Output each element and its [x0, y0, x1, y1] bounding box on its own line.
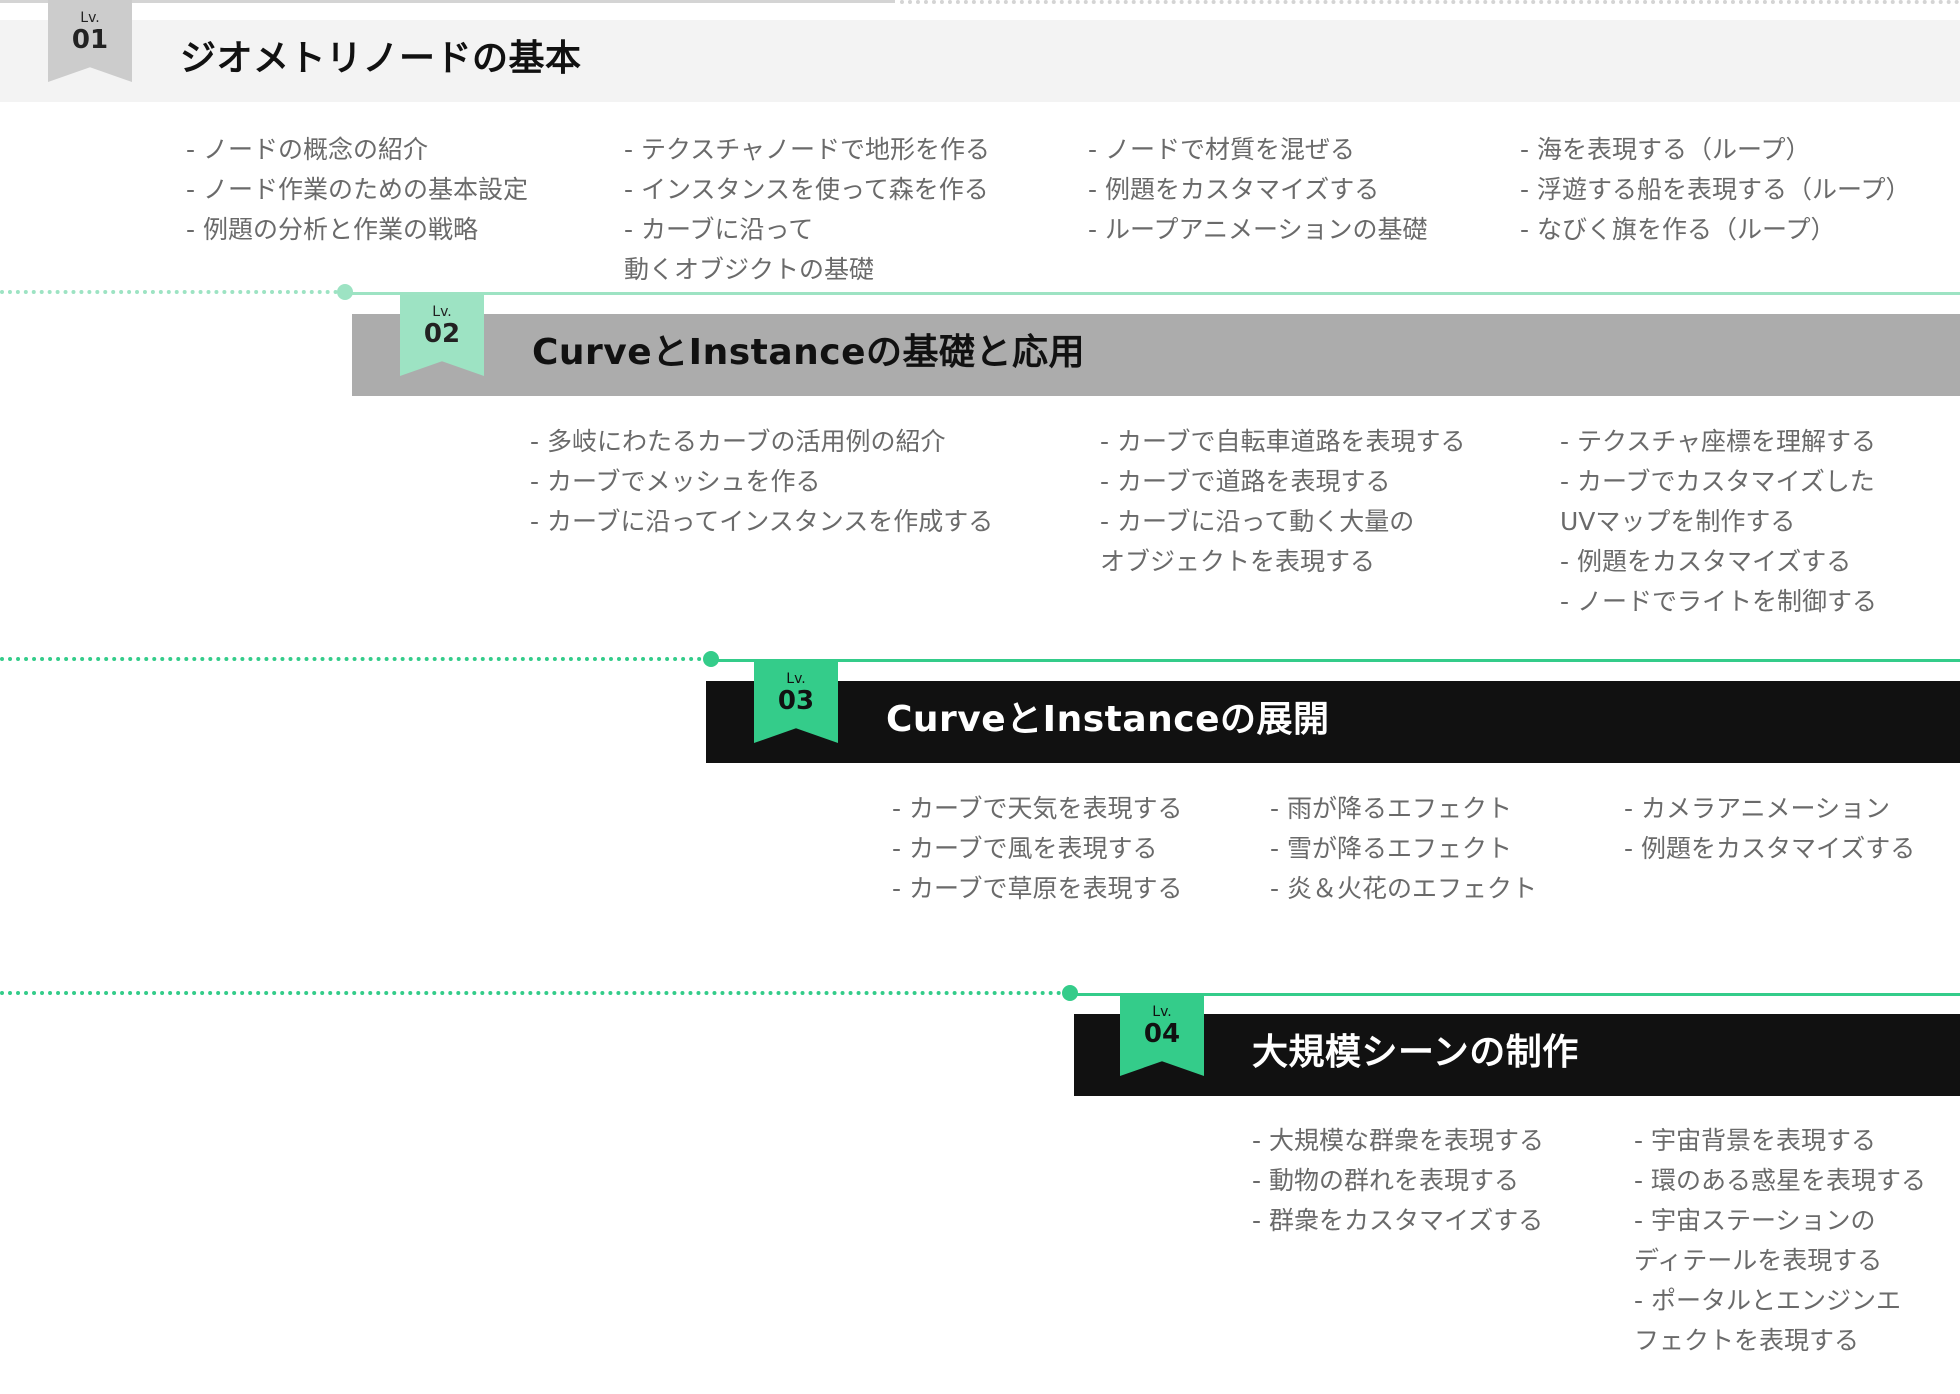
level-2-lv-label: Lv.	[432, 304, 452, 320]
list-item: - 例題をカスタマイズする	[1088, 175, 1380, 204]
list-item: オブジェクトを表現する	[1100, 547, 1376, 576]
level-1-topics-col-1: - ノードの概念の紹介 - ノード作業のための基本設定 - 例題の分析と作業の戦…	[186, 130, 528, 250]
list-item: - 海を表現する（ループ）	[1520, 135, 1811, 164]
connector-1-node	[337, 284, 353, 300]
list-item: - ポータルとエンジンエ	[1634, 1286, 1901, 1315]
level-4-topics-col-1: - 大規模な群衆を表現する - 動物の群れを表現する - 群衆をカスタマイズする	[1252, 1121, 1544, 1241]
list-item: - カーブで道路を表現する	[1100, 467, 1391, 496]
level-3-topics-col-1: - カーブで天気を表現する - カーブで風を表現する - カーブで草原を表現する	[892, 789, 1182, 909]
list-item: - 雨が降るエフェクト	[1270, 794, 1512, 823]
connector-1-solid	[352, 292, 1960, 295]
level-2-number: 02	[423, 319, 461, 349]
connector-1-dotted	[0, 290, 338, 294]
list-item: - カーブに沿って	[624, 215, 814, 244]
level-3-lv-label: Lv.	[786, 671, 806, 687]
level-1-lv-label: Lv.	[80, 10, 100, 26]
list-item: - 炎＆火花のエフェクト	[1270, 874, 1537, 903]
level-4-topics-col-2: - 宇宙背景を表現する - 環のある惑星を表現する - 宇宙ステーションの ディ…	[1634, 1121, 1926, 1361]
level-2-topics-col-1: - 多岐にわたるカーブの活用例の紹介 - カーブでメッシュを作る - カーブに沿…	[530, 422, 993, 542]
list-item: - 環のある惑星を表現する	[1634, 1166, 1926, 1195]
level-4-bar	[1074, 1014, 1960, 1096]
level-1-topics-col-3: - ノードで材質を混ぜる - 例題をカスタマイズする - ループアニメーションの…	[1088, 130, 1427, 250]
list-item: - カーブで風を表現する	[892, 834, 1158, 863]
level-3-title: CurveとInstanceの展開	[886, 699, 1330, 740]
level-1-bar	[0, 20, 1960, 102]
level-1-title: ジオメトリノードの基本	[180, 38, 582, 79]
list-item: - ノード作業のための基本設定	[186, 175, 528, 204]
top-line-solid	[0, 0, 895, 3]
level-4-number: 04	[1143, 1019, 1181, 1049]
list-item: - カーブで自転車道路を表現する	[1100, 427, 1466, 456]
connector-3-node	[1062, 985, 1078, 1001]
list-item: - ループアニメーションの基礎	[1088, 215, 1428, 244]
level-4-title: 大規模シーンの制作	[1252, 1032, 1579, 1073]
level-3-bar	[706, 681, 1960, 763]
list-item: - ノードで材質を混ぜる	[1088, 135, 1355, 164]
level-2-topics-col-3: - テクスチャ座標を理解する - カーブでカスタマイズした UVマップを制作する…	[1560, 422, 1877, 622]
level-1-badge: Lv. 01	[48, 0, 132, 82]
level-2-topics-col-2: - カーブで自転車道路を表現する - カーブで道路を表現する - カーブに沿って…	[1100, 422, 1465, 582]
connector-2-solid	[718, 659, 1960, 662]
list-item: UVマップを制作する	[1560, 507, 1796, 536]
list-item: - カーブに沿ってインスタンスを作成する	[530, 507, 994, 536]
list-item: - 浮遊する船を表現する（ループ）	[1520, 175, 1911, 204]
list-item: - 宇宙背景を表現する	[1634, 1126, 1876, 1155]
top-line-dotted	[900, 0, 1960, 4]
list-item: - ノードの概念の紹介	[186, 135, 428, 164]
list-item: - 例題の分析と作業の戦略	[186, 215, 478, 244]
list-item: ディテールを表現する	[1634, 1246, 1883, 1275]
list-item: - ノードでライトを制御する	[1560, 587, 1877, 616]
list-item: - なびく旗を作る（ループ）	[1520, 215, 1836, 244]
list-item: フェクトを表現する	[1634, 1326, 1860, 1355]
connector-3-solid	[1077, 993, 1960, 996]
list-item: - 多岐にわたるカーブの活用例の紹介	[530, 427, 946, 456]
list-item: - カーブで天気を表現する	[892, 794, 1183, 823]
list-item: - 動物の群れを表現する	[1252, 1166, 1519, 1195]
list-item: - テクスチャノードで地形を作る	[624, 135, 990, 164]
list-item: - 群衆をカスタマイズする	[1252, 1206, 1544, 1235]
level-4-lv-label: Lv.	[1152, 1004, 1172, 1020]
level-1-topics-col-2: - テクスチャノードで地形を作る - インスタンスを使って森を作る - カーブに…	[624, 130, 990, 290]
level-1-number: 01	[71, 25, 109, 55]
connector-2-dotted	[0, 657, 702, 661]
list-item: - 例題をカスタマイズする	[1624, 834, 1916, 863]
list-item: - カーブでメッシュを作る	[530, 467, 821, 496]
list-item: - 大規模な群衆を表現する	[1252, 1126, 1544, 1155]
list-item: - テクスチャ座標を理解する	[1560, 427, 1876, 456]
level-2-bar	[352, 314, 1960, 396]
list-item: - 例題をカスタマイズする	[1560, 547, 1852, 576]
level-1-topics-col-4: - 海を表現する（ループ） - 浮遊する船を表現する（ループ） - なびく旗を作…	[1520, 130, 1910, 250]
list-item: - 宇宙ステーションの	[1634, 1206, 1876, 1235]
connector-2-node	[703, 651, 719, 667]
level-3-topics-col-3: - カメラアニメーション - 例題をカスタマイズする	[1624, 789, 1915, 869]
level-2-title: CurveとInstanceの基礎と応用	[532, 332, 1086, 373]
list-item: - カーブでカスタマイズした	[1560, 467, 1875, 496]
level-3-topics-col-2: - 雨が降るエフェクト - 雪が降るエフェクト - 炎＆火花のエフェクト	[1270, 789, 1537, 909]
list-item: - 雪が降るエフェクト	[1270, 834, 1512, 863]
level-3-number: 03	[777, 686, 815, 716]
list-item: - カーブで草原を表現する	[892, 874, 1183, 903]
connector-3-dotted	[0, 991, 1062, 995]
list-item: 動くオブジクトの基礎	[624, 255, 875, 284]
list-item: - インスタンスを使って森を作る	[624, 175, 989, 204]
list-item: - カーブに沿って動く大量の	[1100, 507, 1415, 536]
list-item: - カメラアニメーション	[1624, 794, 1890, 823]
